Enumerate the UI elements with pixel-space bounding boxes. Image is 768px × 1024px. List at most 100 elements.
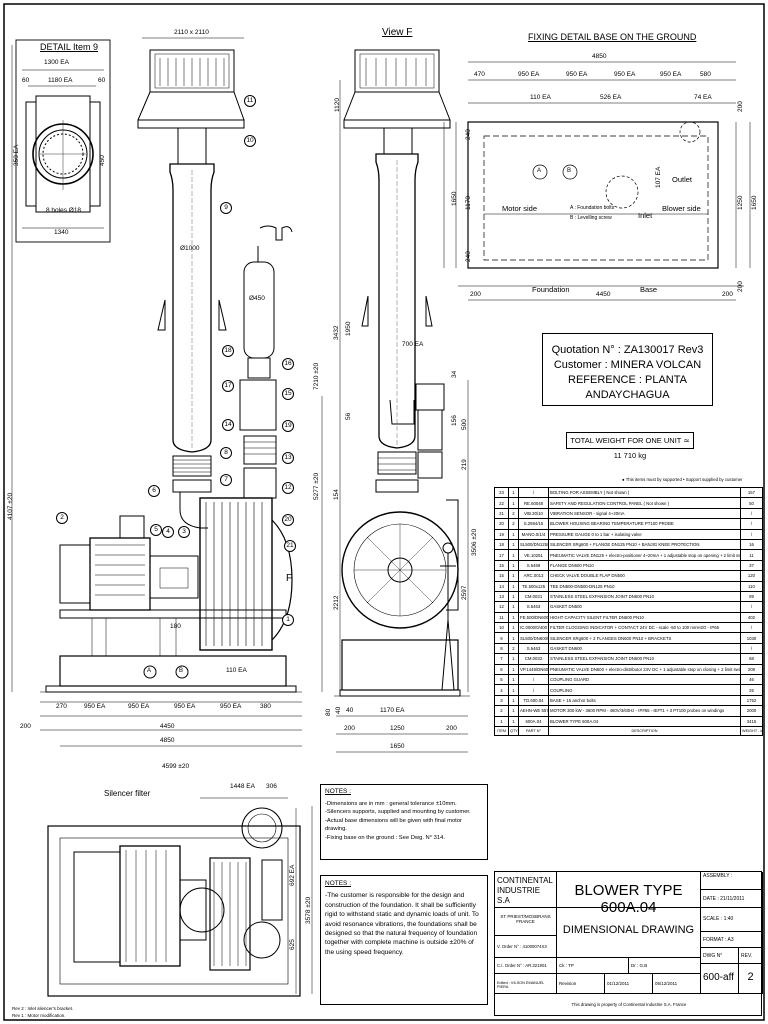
fixing-sub-dim-0: 110 EA — [530, 94, 551, 101]
detail-dim-height-right: 450 — [99, 155, 106, 166]
tb-dwg-label: DWG N° — [701, 948, 739, 964]
plan-silencer-filter: Silencer filter — [104, 789, 151, 798]
parts-cell-weight: / — [740, 601, 763, 613]
title-block: CONTINENTAL INDUSTRIE S.A BLOWER TYPE 60… — [494, 871, 763, 1016]
parts-cell-part: / — [518, 684, 549, 696]
tb-company: CONTINENTAL INDUSTRIE S.A — [495, 872, 557, 908]
fixing-side-right-3: 200 — [737, 281, 744, 292]
side-dim-4599: 4599 ±20 — [162, 763, 190, 770]
parts-cell-qty: 1 — [508, 684, 519, 696]
parts-cell-weight: / — [740, 622, 763, 634]
parts-cell-weight: 110 — [740, 580, 763, 592]
parts-cell-qty: 1 — [508, 611, 519, 624]
parts-cell-desc: PNEUMATIC VALVE DN125 + electro-position… — [548, 549, 741, 561]
parts-cell-weight: 37 — [740, 559, 763, 572]
parts-cell-part: RE.60048 — [518, 497, 549, 509]
side-dim-4850: 4850 — [160, 737, 175, 744]
parts-cell-desc: BLOWER HOUSING BEARING TEMPERATURE PT100… — [548, 518, 741, 530]
tb-date: DATE : 21/11/2011 — [701, 890, 763, 908]
parts-cell-desc: SILENCER SRg600 + FLANGE DN125 PN10 + BA… — [548, 538, 741, 551]
tb-title-text: BLOWER TYPE 600A.04 — [574, 882, 683, 916]
parts-cell-item: 6 — [494, 663, 509, 676]
parts-cell-item: 21 — [494, 507, 509, 520]
fixing-balloon-a: A — [537, 168, 542, 174]
item-balloon: 12 — [282, 482, 294, 494]
tb-order2: C.I. Order N° : AR.321901 — [495, 958, 557, 974]
fixing-side-right-1: 1250 — [737, 195, 744, 210]
parts-cell-qty: 1 — [508, 580, 519, 592]
parts-cell-part: S.6463 — [518, 601, 549, 613]
parts-cell-weight: 2000 — [740, 705, 763, 717]
tb-address: ST PRIEST/MOSBRANS FRANCE — [495, 908, 557, 936]
view-f-dim-4: 5277 ±20 — [313, 472, 320, 500]
parts-cell-part: CM.0031 — [518, 590, 549, 603]
tb-ck: Ck : TP — [557, 958, 629, 974]
fixing-side-left-0: 240 — [465, 129, 472, 140]
parts-cell-part: CM.0032 — [518, 653, 549, 665]
parts-cell-desc: BASE + 16 anchor bolts — [548, 694, 741, 707]
view-f-dim-10: 34 — [451, 370, 458, 378]
plan-dim-4: 625 — [289, 939, 296, 950]
fixing-sub-dim-2: 74 EA — [694, 94, 712, 101]
parts-cell-qty: 2 — [508, 518, 519, 530]
item-balloon: 18 — [222, 345, 234, 357]
parts-cell-desc: GASKET DN600 — [548, 642, 741, 655]
quotation-box: Quotation N° : ZA130017 Rev3 Customer : … — [542, 333, 713, 406]
tb-revision: Revision — [557, 974, 605, 994]
parts-cell-qty: 1 — [508, 705, 519, 717]
parts-cell-desc: PNEUMATIC VALVE DN600 + electro-distribu… — [548, 663, 741, 676]
parts-cell-item: 17 — [494, 549, 509, 561]
fixing-detail-drawing — [443, 61, 751, 301]
item-balloon: 10 — [244, 135, 256, 147]
parts-cell-weight: 25 — [740, 684, 763, 696]
detail-dim-bottom: 1340 — [54, 229, 69, 236]
parts-cell-desc: STAINLESS STEEL EXPANSION JOINT DN600 PN… — [548, 590, 741, 603]
parts-cell-item: 15 — [494, 559, 509, 572]
item-balloon: 20 — [282, 514, 294, 526]
fixing-top-dim-5: 580 — [700, 71, 711, 78]
parts-cell-part: TE.500x125 — [518, 580, 549, 592]
fixing-foundation: Foundation — [532, 285, 570, 294]
tb-format: FORMAT : A3 — [701, 932, 763, 948]
parts-header-item: ITEM — [494, 725, 509, 736]
fixing-top-dim-0: 470 — [474, 71, 485, 78]
fixing-side-right-0: 200 — [737, 101, 744, 112]
tb-date1: 01/12/2011 — [605, 974, 653, 994]
parts-cell-part: MANO.0/1/4 — [518, 528, 549, 540]
fixing-title: FIXING DETAIL BASE ON THE GROUND — [528, 32, 697, 42]
fixing-bottom-dim-2: 200 — [722, 291, 733, 298]
parts-cell-qty: 1 — [508, 538, 519, 551]
detail-dim-height-left: 350 EA — [13, 144, 20, 166]
notes-general-line: -Silencers supports, supplied and mounti… — [325, 809, 471, 816]
tb-rev-label: REV. — [739, 948, 763, 964]
view-f-dim-8: 3506 ±20 — [471, 528, 478, 556]
parts-cell-weight: 157 — [740, 486, 763, 499]
parts-cell-qty: 1 — [508, 601, 519, 613]
plan-dim-2: 692 EA — [289, 864, 296, 886]
fixing-bottom-dim-1: 4450 — [596, 291, 611, 298]
parts-cell-qty: 1 — [508, 622, 519, 634]
notes-general-line: -Actual base dimensions will be given wi… — [325, 817, 462, 833]
tb-dwg-no-text: 600-aff — [703, 972, 734, 983]
detail-dim-inner: 1180 EA — [48, 77, 73, 84]
side-dim-180: 180 — [170, 623, 181, 630]
parts-cell-qty: 1 — [508, 663, 519, 676]
view-f-bottom-dim-5: 1650 — [390, 743, 405, 750]
plan-dim-1: 306 — [266, 783, 277, 790]
parts-cell-item: 1 — [494, 715, 509, 728]
tb-subtitle-text: DIMENSIONAL DRAWING — [562, 924, 695, 936]
view-f-dim-5: 154 — [333, 489, 340, 500]
notes-foundation: NOTES : -The customer is responsible for… — [320, 875, 488, 1005]
item-balloon: 11 — [244, 95, 256, 107]
parts-cell-part: IC.0000/0/400 — [518, 622, 549, 634]
parts-cell-qty: 1 — [508, 570, 519, 582]
parts-cell-desc: FLANGE DN600 PN10 — [548, 559, 741, 572]
parts-cell-qty: 1 — [508, 674, 519, 686]
parts-cell-desc: FILTER CLOGGING INDICATOR + CONTACT 24V … — [548, 622, 741, 634]
